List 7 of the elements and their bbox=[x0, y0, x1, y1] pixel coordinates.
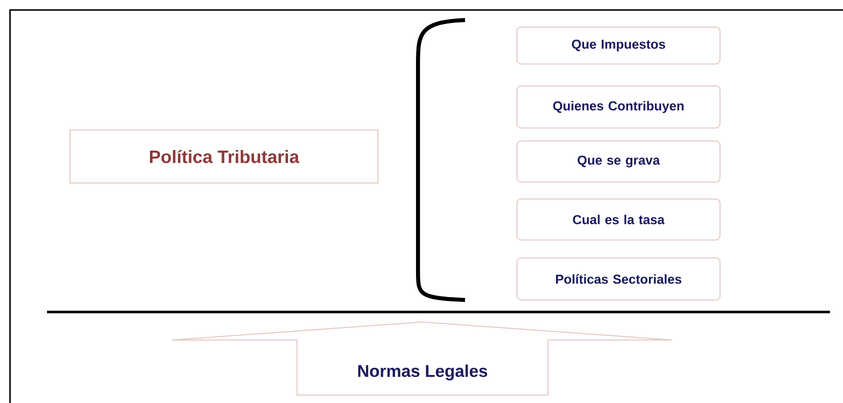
item-box: Cual es la tasa bbox=[516, 198, 720, 240]
title-box: Política Tributaria bbox=[70, 130, 378, 184]
up-arrow-box: Normas Legales bbox=[172, 322, 672, 396]
item-box: Que se grava bbox=[516, 140, 720, 182]
item-box: Quienes Contribuyen bbox=[516, 86, 720, 128]
item-box: Políticas Sectoriales bbox=[516, 258, 720, 300]
item-box: Que Impuestos bbox=[516, 26, 720, 64]
